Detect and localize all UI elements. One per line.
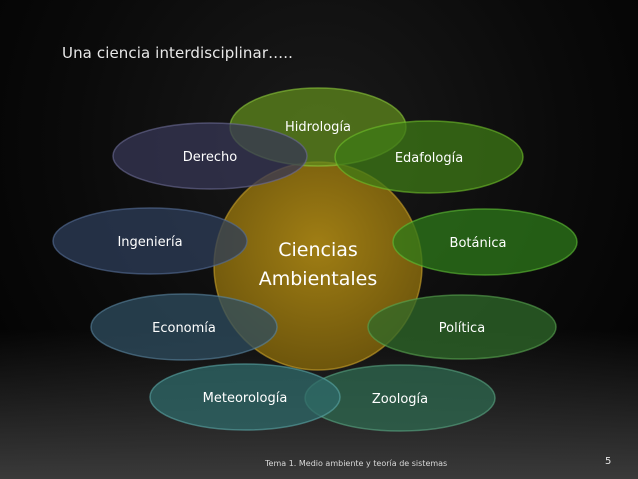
node-label-meteorologia: Meteorología	[203, 391, 288, 406]
center-label-line2: Ambientales	[259, 268, 378, 290]
slide-title: Una ciencia interdisciplinar…..	[62, 44, 293, 62]
center-label-line1: Ciencias	[278, 239, 358, 261]
node-botanica: Botánica	[392, 208, 578, 276]
node-politica: Política	[367, 294, 557, 360]
node-label-edafologia: Edafología	[395, 151, 463, 166]
node-label-politica: Política	[439, 321, 485, 336]
node-derecho: Derecho	[112, 122, 308, 190]
node-label-botanica: Botánica	[450, 236, 507, 251]
node-label-hidrologia: Hidrología	[285, 120, 351, 135]
node-label-zoologia: Zoología	[372, 392, 428, 407]
node-economia: Economía	[90, 293, 278, 361]
node-label-ingenieria: Ingeniería	[117, 235, 182, 250]
node-meteorologia: Meteorología	[149, 363, 341, 431]
slide-footer: Tema 1. Medio ambiente y teoría de siste…	[265, 459, 448, 468]
page-number: 5	[605, 456, 612, 467]
node-label-economia: Economía	[152, 321, 216, 336]
node-label-derecho: Derecho	[183, 150, 237, 165]
node-edafologia: Edafología	[334, 120, 524, 194]
node-ingenieria: Ingeniería	[52, 207, 248, 275]
